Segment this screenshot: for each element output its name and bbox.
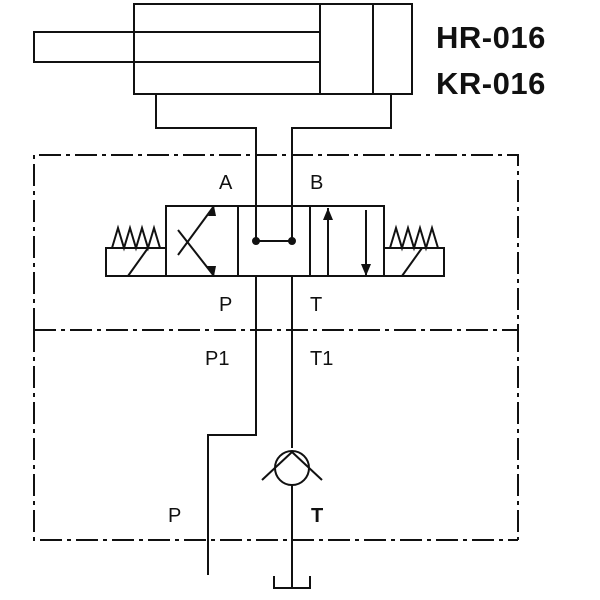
module-enclosure-outline (33, 329, 519, 541)
cylinder-line-b (291, 94, 392, 240)
port-label-main-t: T (311, 505, 323, 527)
check-valve-ball (274, 450, 310, 486)
port-label-t1: T1 (310, 348, 333, 370)
center-node-t (288, 237, 296, 245)
left-actuator (105, 247, 167, 277)
check-valve (261, 450, 323, 486)
right-spring (389, 224, 439, 252)
directional-valve (105, 205, 445, 277)
check-valve-seat-left (261, 451, 293, 481)
cylinder-barrel (133, 3, 413, 95)
arrowhead-down-left (206, 266, 216, 276)
piston-rod (33, 31, 321, 63)
port-label-p1: P1 (205, 348, 229, 370)
valve-body (165, 205, 385, 277)
arrowhead-up-right (323, 208, 333, 220)
left-spring (111, 224, 161, 252)
right-actuator-diagonal (401, 247, 423, 277)
port-label-t: T (310, 294, 322, 316)
arrowhead-down-right (361, 264, 371, 276)
valve-enclosure-outline (33, 154, 519, 330)
port-label-a: A (219, 172, 233, 194)
tank-symbol (273, 576, 311, 589)
port-label-b: B (310, 172, 323, 194)
right-actuator (383, 247, 445, 277)
check-valve-seat-right (291, 451, 323, 481)
center-node-p (252, 237, 260, 245)
pressure-line-p (207, 276, 257, 575)
cross-arrow-2 (177, 205, 215, 256)
hydraulic-cylinder (33, 3, 413, 240)
port-label-main-p: P (168, 505, 181, 527)
port-label-p: P (219, 294, 232, 316)
left-actuator-diagonal (127, 247, 149, 277)
model-number-2: KR-016 (436, 66, 546, 101)
model-number-1: HR-016 (436, 20, 546, 55)
arrowhead-up-left (208, 206, 216, 216)
cylinder-line-a (155, 94, 257, 240)
